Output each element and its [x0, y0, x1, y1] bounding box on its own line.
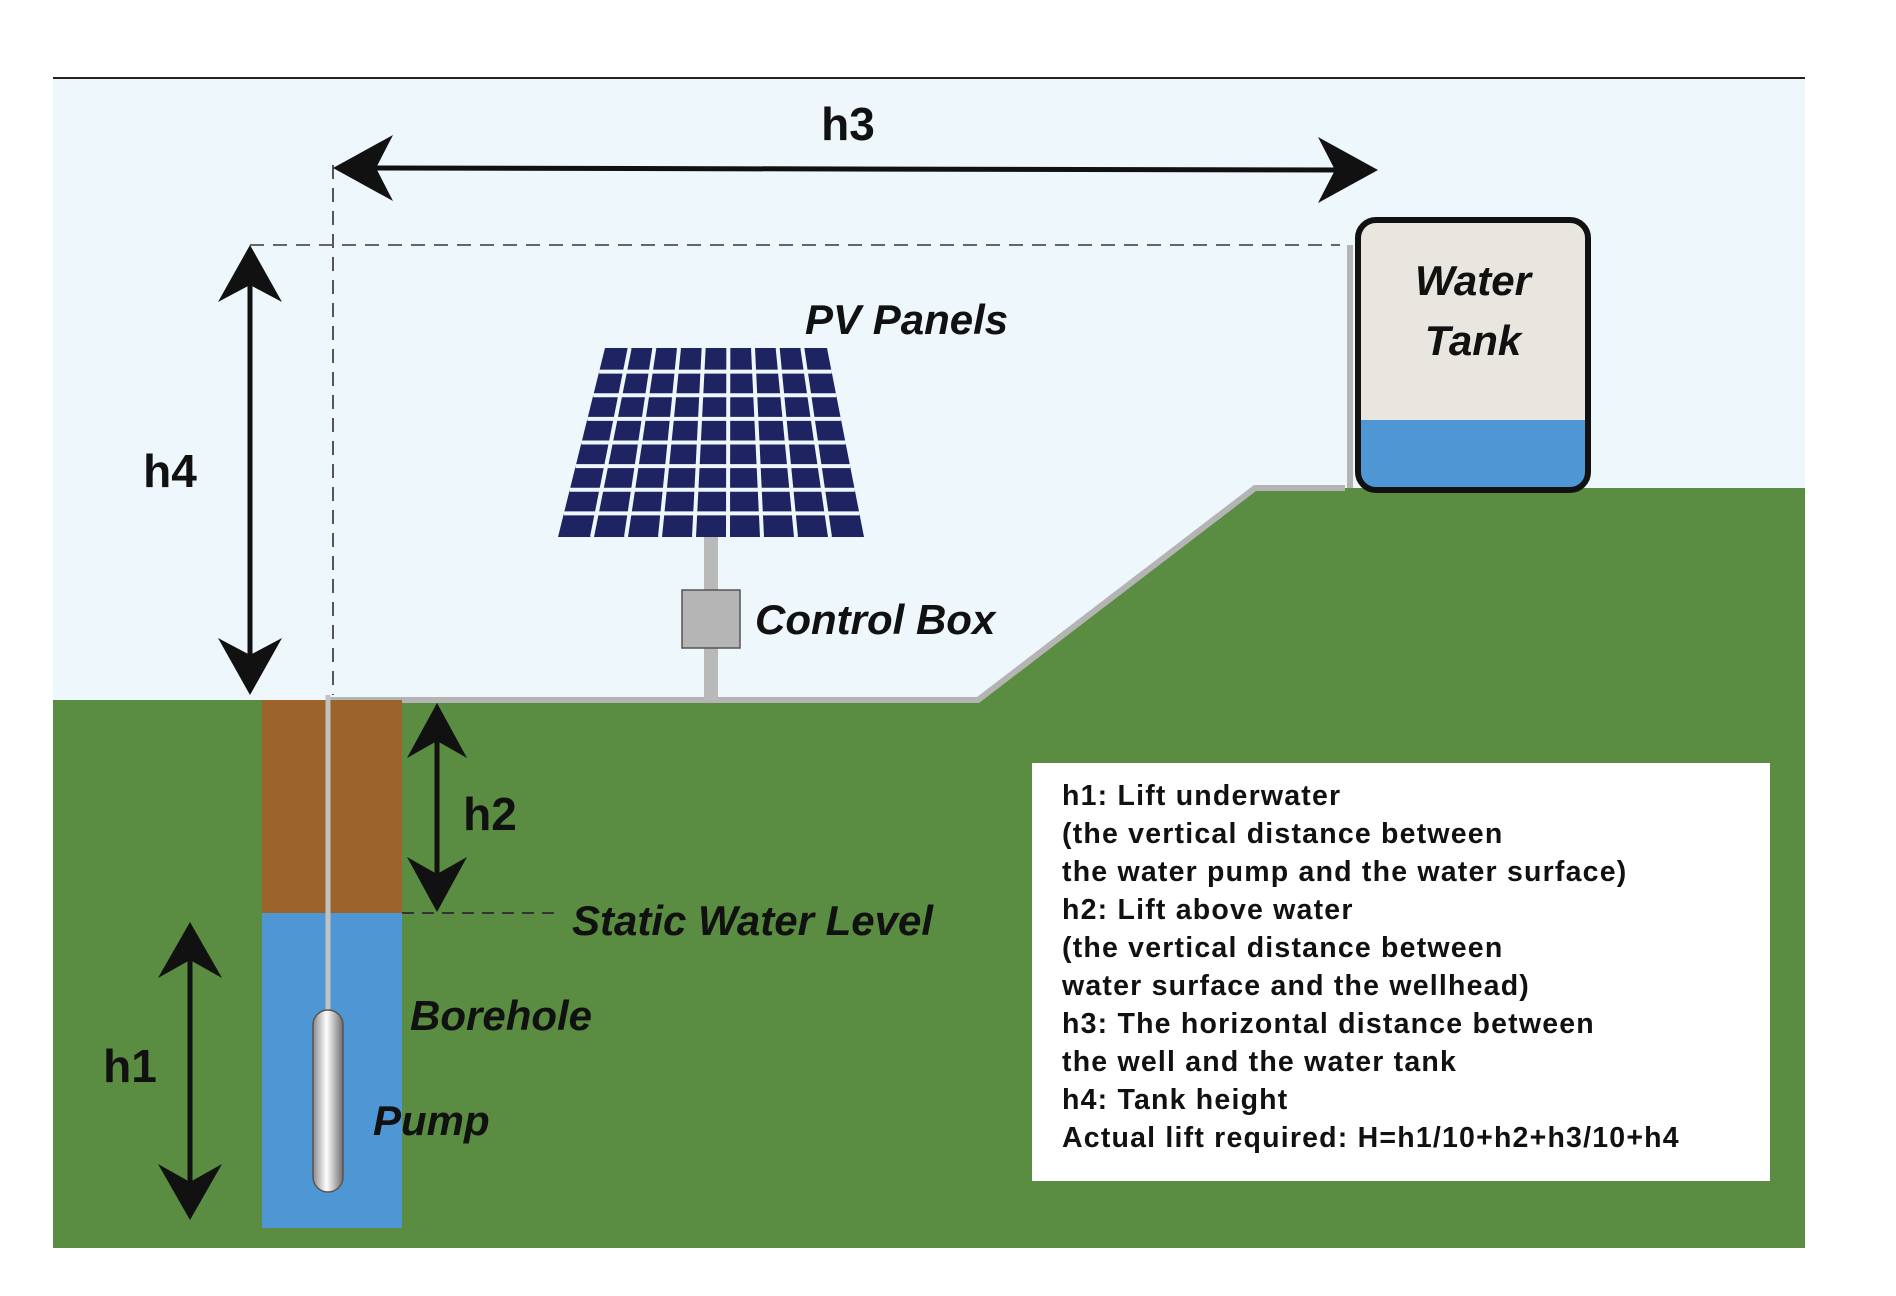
legend-line: (the vertical distance between — [1062, 818, 1504, 850]
legend-line: h4: Tank height — [1062, 1084, 1289, 1116]
control-box-icon — [681, 589, 741, 649]
control-box-label: Control Box — [755, 596, 997, 643]
h4-dimension-arrow — [218, 245, 282, 695]
borehole-label: Borehole — [410, 992, 592, 1039]
h2-label: h2 — [463, 788, 517, 840]
legend-line: h1: Lift underwater — [1062, 780, 1342, 812]
submersible-pump-icon — [312, 1009, 344, 1193]
legend-line: Actual lift required: H=h1/10+h2+h3/10+h… — [1062, 1122, 1680, 1154]
legend-line: h2: Lift above water — [1062, 894, 1354, 926]
static-water-level-label: Static Water Level — [572, 897, 934, 944]
legend-line: (the vertical distance between — [1062, 932, 1504, 964]
pump-label: Pump — [373, 1097, 490, 1144]
water-tank-label-line1: Water — [1415, 257, 1534, 304]
water-tank-label-line2: Tank — [1425, 317, 1524, 364]
h3-dimension-arrow — [333, 135, 1378, 203]
borehole-soil — [262, 700, 402, 913]
ground-pipe-line — [330, 485, 1345, 703]
h3-label: h3 — [821, 98, 875, 150]
h4-label: h4 — [143, 445, 197, 497]
legend-box: h1: Lift underwater (the vertical distan… — [1032, 763, 1770, 1181]
h1-label: h1 — [103, 1040, 157, 1092]
legend-line: water surface and the wellhead) — [1062, 970, 1530, 1002]
legend-line: the water pump and the water surface) — [1062, 856, 1628, 888]
legend-line: the well and the water tank — [1062, 1046, 1458, 1078]
h2-dimension-arrow — [407, 703, 467, 912]
pv-panels-label: PV Panels — [805, 296, 1008, 343]
water-tank-icon — [1347, 217, 1591, 493]
h1-dimension-arrow — [158, 922, 222, 1220]
legend-line: h3: The horizontal distance between — [1062, 1008, 1595, 1040]
